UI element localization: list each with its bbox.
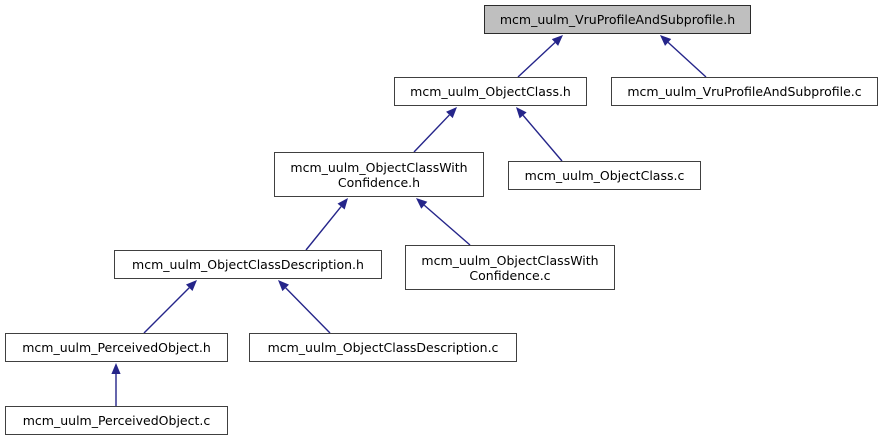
- graph-node-occ_h[interactable]: mcm_uulm_ObjectClassWith Confidence.h: [274, 152, 484, 197]
- graph-edge: [305, 198, 348, 251]
- graph-edge: [517, 35, 563, 78]
- graph-node-label: mcm_uulm_ObjectClassWith Confidence.c: [421, 252, 599, 283]
- arrowhead-icon: [660, 35, 672, 46]
- graph-node-ocd_c[interactable]: mcm_uulm_ObjectClassDescription.c: [249, 333, 517, 362]
- graph-node-label: mcm_uulm_ObjectClassDescription.h: [132, 257, 364, 272]
- graph-node-label: mcm_uulm_ObjectClass.c: [524, 168, 685, 183]
- graph-edge: [416, 198, 471, 246]
- graph-node-label: mcm_uulm_PerceivedObject.h: [22, 340, 211, 355]
- graph-edge: [278, 280, 331, 334]
- arrowhead-icon: [446, 107, 457, 119]
- arrowhead-icon: [416, 198, 428, 209]
- graph-node-label: mcm_uulm_VruProfileAndSubprofile.c: [627, 84, 862, 99]
- graph-node-po_h[interactable]: mcm_uulm_PerceivedObject.h: [5, 333, 228, 362]
- graph-node-label: mcm_uulm_ObjectClass.h: [410, 84, 571, 99]
- graph-node-po_c[interactable]: mcm_uulm_PerceivedObject.c: [5, 406, 228, 435]
- graph-node-vru_c[interactable]: mcm_uulm_VruProfileAndSubprofile.c: [611, 77, 878, 106]
- arrowhead-icon: [111, 363, 121, 374]
- graph-node-objclass_c[interactable]: mcm_uulm_ObjectClass.c: [508, 161, 701, 190]
- arrowhead-icon: [278, 280, 289, 292]
- arrowhead-icon: [185, 280, 197, 292]
- arrowhead-icon: [551, 35, 563, 46]
- graph-node-objclass_h[interactable]: mcm_uulm_ObjectClass.h: [394, 77, 587, 106]
- graph-node-occ_c[interactable]: mcm_uulm_ObjectClassWith Confidence.c: [405, 245, 615, 290]
- graph-node-label: mcm_uulm_PerceivedObject.c: [22, 413, 211, 428]
- graph-edge: [516, 107, 563, 162]
- graph-node-ocd_h[interactable]: mcm_uulm_ObjectClassDescription.h: [114, 250, 382, 279]
- graph-edge: [143, 280, 197, 334]
- graph-node-label: mcm_uulm_ObjectClassDescription.c: [267, 340, 499, 355]
- graph-edge: [413, 107, 457, 153]
- arrowhead-icon: [337, 198, 348, 210]
- graph-node-label: mcm_uulm_VruProfileAndSubprofile.h: [499, 12, 736, 27]
- graph-edge: [111, 363, 121, 406]
- graph-edge: [660, 35, 707, 78]
- graph-node-vru_h[interactable]: mcm_uulm_VruProfileAndSubprofile.h: [484, 5, 751, 34]
- arrowhead-icon: [516, 107, 527, 119]
- graph-node-label: mcm_uulm_ObjectClassWith Confidence.h: [290, 159, 468, 190]
